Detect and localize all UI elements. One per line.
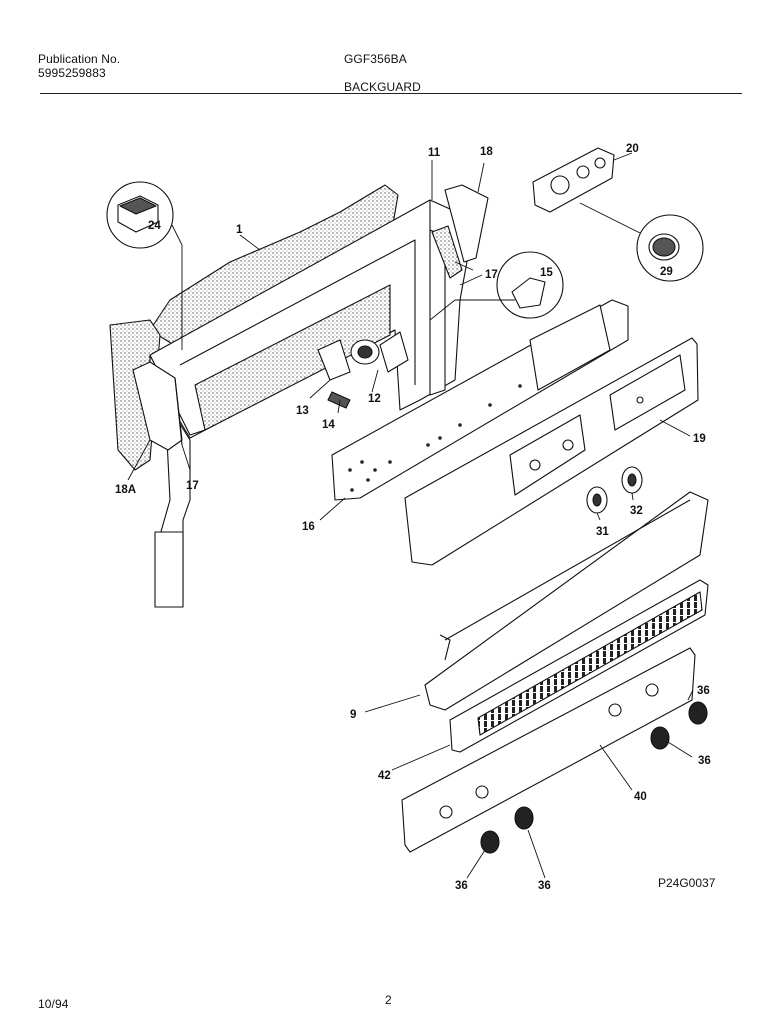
callout-18: 18 bbox=[480, 146, 493, 158]
diagram-code: P24G0037 bbox=[658, 876, 716, 890]
publication-number: 5995259883 bbox=[38, 66, 106, 80]
callout-15: 15 bbox=[540, 267, 553, 279]
callout-29: 29 bbox=[660, 266, 673, 278]
callout-24: 24 bbox=[148, 220, 161, 232]
header-rule bbox=[40, 93, 742, 94]
callout-42: 42 bbox=[378, 770, 391, 782]
callout-40: 40 bbox=[634, 791, 647, 803]
callout-31: 31 bbox=[596, 526, 609, 538]
lamp-socket bbox=[327, 391, 351, 409]
section-title: BACKGUARD bbox=[344, 80, 421, 94]
callout-18a: 18A bbox=[115, 484, 136, 496]
model-number: GGF356BA bbox=[344, 52, 407, 66]
end-cap-right bbox=[444, 184, 489, 263]
bracket-17 bbox=[431, 225, 463, 279]
switch-bracket bbox=[317, 339, 351, 381]
surface-knob-31 bbox=[586, 486, 608, 514]
callout-20: 20 bbox=[626, 143, 639, 155]
publication-label: Publication No. bbox=[38, 52, 121, 66]
callout-36-b: 36 bbox=[698, 755, 711, 767]
callout-32: 32 bbox=[630, 505, 643, 517]
callout-1: 1 bbox=[236, 224, 243, 236]
callout-13: 13 bbox=[296, 405, 309, 417]
callout-36-d: 36 bbox=[538, 880, 551, 892]
callout-11: 11 bbox=[428, 147, 441, 159]
surface-knob-32 bbox=[621, 466, 643, 494]
callout-16: 16 bbox=[302, 521, 315, 533]
leader-lines bbox=[127, 152, 694, 879]
callout-36-a: 36 bbox=[697, 685, 710, 697]
callout-36-c: 36 bbox=[455, 880, 468, 892]
footer-date: 10/94 bbox=[38, 997, 69, 1011]
valve-knob-36 bbox=[480, 701, 708, 854]
callout-17-bottom: 17 bbox=[186, 480, 199, 492]
callout-19: 19 bbox=[693, 433, 706, 445]
page-number: 2 bbox=[385, 993, 392, 1007]
callout-17-top: 17 bbox=[485, 269, 498, 281]
manifold-panel bbox=[401, 647, 696, 853]
callout-9: 9 bbox=[350, 709, 356, 721]
valve-hole bbox=[529, 459, 541, 471]
rear-bracket bbox=[109, 319, 161, 471]
callout-12: 12 bbox=[368, 393, 381, 405]
trim-panel bbox=[424, 491, 709, 711]
callout-14: 14 bbox=[322, 419, 335, 431]
clock-timer bbox=[532, 147, 615, 213]
